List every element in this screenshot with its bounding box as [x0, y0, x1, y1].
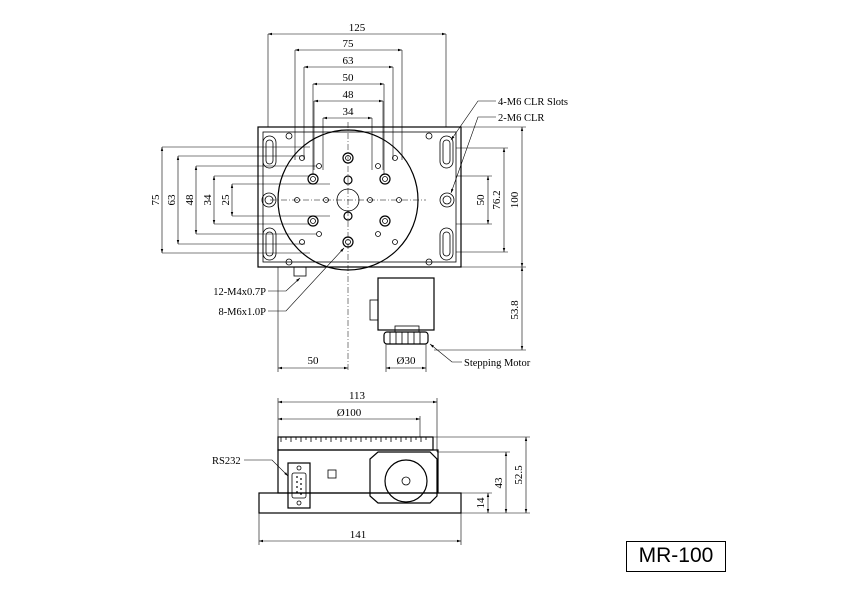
dim-r50: 50	[475, 194, 487, 206]
top-view: 125 75 63 50 48 34 75 63 48 34 25	[150, 22, 568, 372]
label-stepping-motor: Stepping Motor	[464, 358, 531, 369]
dim-offset-50: 50	[308, 355, 320, 367]
dim-125: 125	[349, 22, 366, 34]
dim-h52-5: 52.5	[513, 465, 525, 485]
rs232-screw-top	[296, 465, 302, 471]
dim-v25: 25	[220, 194, 232, 206]
small-port	[327, 469, 337, 479]
dial-scale	[277, 436, 434, 451]
dim-48: 48	[343, 89, 355, 101]
dim-63: 63	[343, 55, 355, 67]
dim-r76-2: 76.2	[491, 190, 503, 209]
rs232-port	[291, 472, 307, 499]
top-bottom-dims	[277, 267, 427, 372]
slot-tr	[439, 135, 454, 169]
motor-shaft	[401, 476, 411, 486]
dim-34: 34	[343, 106, 355, 118]
corner-hole	[285, 132, 293, 140]
rs232-pins	[296, 476, 302, 495]
dim-v75: 75	[150, 194, 162, 206]
motor-knob	[383, 331, 429, 345]
slot-tl	[262, 135, 277, 169]
slot-tl-inner	[265, 139, 274, 165]
left-vertical-dims	[160, 146, 330, 254]
connector-stub	[293, 266, 307, 277]
corner-hole	[285, 258, 293, 266]
dim-knob-dia: Ø30	[397, 355, 416, 367]
motor-side-tab	[369, 299, 379, 321]
side-dims	[244, 398, 530, 545]
model-label: MR-100	[626, 541, 726, 572]
motor-neck	[394, 325, 420, 333]
slot-tr-inner	[442, 139, 451, 165]
dim-r100: 100	[509, 191, 521, 208]
knob-knurl	[389, 332, 421, 344]
dim-141: 141	[350, 529, 367, 541]
label-m6-clr: 2-M6 CLR	[498, 113, 544, 124]
label-rs232: RS232	[212, 456, 241, 467]
label-m6-holes: 8-M6x1.0P	[218, 307, 266, 318]
right-vertical-dims	[434, 126, 526, 351]
dim-v63: 63	[166, 194, 178, 206]
clr-hole-right	[439, 192, 455, 208]
rs232-connector	[287, 462, 311, 509]
base-plate	[257, 126, 462, 268]
dim-h14: 14	[475, 497, 487, 509]
motor-face	[384, 459, 428, 503]
dim-d100: Ø100	[337, 407, 362, 419]
dim-motor-length: 53.8	[509, 300, 521, 320]
dim-v34: 34	[202, 194, 214, 206]
side-motor	[369, 451, 438, 504]
side-view: 113 Ø100 141 52.5 43 14 RS232	[212, 390, 530, 545]
label-m4-holes: 12-M4x0.7P	[213, 287, 266, 298]
corner-hole	[425, 132, 433, 140]
stepping-motor	[377, 277, 435, 331]
top-horizontal-dims	[267, 32, 447, 175]
label-clr-slots: 4-M6 CLR Slots	[498, 97, 568, 108]
side-body	[277, 449, 439, 494]
dim-h43: 43	[493, 477, 505, 489]
dim-75: 75	[343, 38, 355, 50]
corner-hole	[425, 258, 433, 266]
rs232-screw-bottom	[296, 500, 302, 506]
m6-holes	[307, 152, 391, 248]
m4-holes	[294, 155, 402, 245]
dim-50: 50	[343, 72, 355, 84]
slot-br	[439, 227, 454, 261]
dim-v48: 48	[184, 194, 196, 206]
dial-ticks	[280, 437, 427, 442]
clr-hole-right-inner	[442, 195, 452, 205]
slot-br-inner	[442, 231, 451, 257]
dim-113: 113	[349, 390, 366, 402]
callout-leaders	[268, 100, 496, 363]
